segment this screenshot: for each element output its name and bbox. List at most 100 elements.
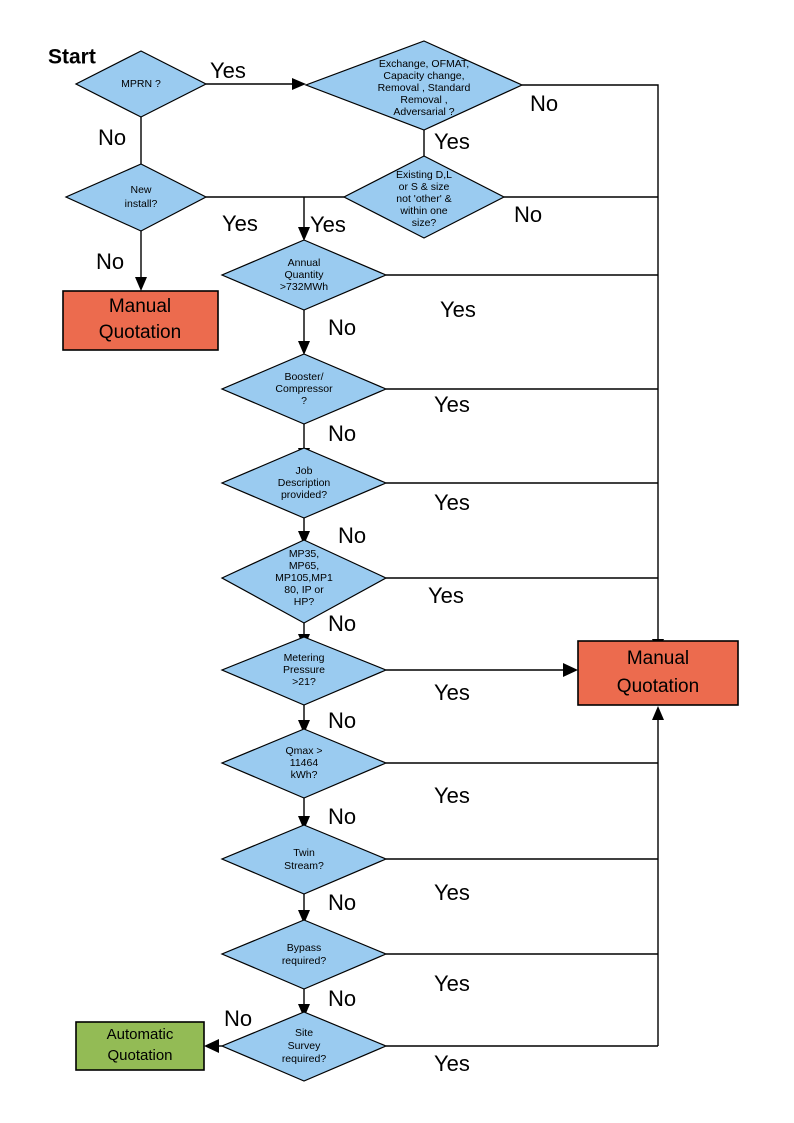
edge-label-existing-yes: Yes	[310, 212, 346, 237]
decision-exchange-shape[interactable]	[304, 40, 524, 131]
edge-label-existing-no: No	[514, 202, 542, 227]
decision-exchange-line-5: Adversarial ?	[393, 106, 454, 118]
edge-label-twin-no: No	[328, 890, 356, 915]
terminal-automatic-line-2: Quotation	[107, 1047, 172, 1064]
decision-existing-line-2: or S & size	[399, 181, 450, 193]
terminal-manual-right-line-2: Quotation	[617, 676, 699, 697]
edge-label-bypass-no: No	[328, 986, 356, 1011]
edge-label-qmax-no: No	[328, 804, 356, 829]
edge-label-sitesurvey-no: No	[224, 1006, 252, 1031]
decision-pressure-shape[interactable]	[220, 636, 388, 706]
decision-exchange[interactable]: Exchange, OFMAT, Capacity change, Remova…	[304, 40, 524, 131]
decision-jobdesc-line-3: provided?	[281, 489, 327, 501]
decision-twin[interactable]: Twin Stream?	[220, 824, 388, 895]
decision-mprn-shape[interactable]	[74, 50, 208, 118]
edge-label-jobdesc-no: No	[338, 523, 366, 548]
edge-label-bypass-yes: Yes	[434, 971, 470, 996]
decision-twin-line-1: Twin	[293, 847, 315, 859]
decision-twin-line-2: Stream?	[284, 860, 324, 872]
edge-label-layer: Yes No No Yes Yes No No Yes Yes No Yes N…	[96, 58, 558, 1076]
terminal-manual-left-box[interactable]	[62, 290, 219, 351]
decision-exchange-line-1: Exchange, OFMAT,	[379, 58, 469, 70]
decision-mprn[interactable]: MPRN ?	[74, 50, 208, 118]
decision-qmax-line-1: Qmax >	[285, 745, 322, 757]
decision-mptypes-line-3: MP105,MP1	[275, 572, 333, 584]
decision-jobdesc-line-1: Job	[296, 465, 313, 477]
decision-sitesurvey-shape[interactable]	[220, 1011, 388, 1082]
decision-annual-shape[interactable]	[220, 239, 388, 311]
decision-qmax[interactable]: Qmax > 11464 kWh?	[220, 728, 388, 799]
decision-twin-shape[interactable]	[220, 824, 388, 895]
decision-sitesurvey-line-2: Survey	[288, 1040, 321, 1052]
terminal-manual-left[interactable]: Manual Quotation	[62, 290, 219, 351]
decision-existing-line-3: not 'other' &	[396, 193, 451, 205]
decision-qmax-shape[interactable]	[220, 728, 388, 799]
decision-annual[interactable]: Annual Quantity >732MWh	[220, 239, 388, 311]
terminal-manual-left-line-1: Manual	[109, 296, 171, 317]
decision-pressure-line-1: Metering	[284, 652, 325, 664]
terminal-manual-right[interactable]: Manual Quotation	[577, 640, 739, 706]
arrowhead-trunk-to-annual	[298, 227, 310, 241]
arrowhead-newinstall-no	[135, 277, 147, 291]
decision-annual-line-2: Quantity	[284, 269, 324, 281]
decision-exchange-line-4: Removal ,	[400, 94, 447, 106]
terminal-automatic-line-1: Automatic	[107, 1026, 174, 1043]
edge-label-newinstall-no: No	[96, 249, 124, 274]
decision-sitesurvey-line-3: required?	[282, 1053, 327, 1065]
start-label: Start	[48, 46, 96, 69]
decision-booster[interactable]: Booster/ Compressor ?	[220, 353, 388, 425]
decision-mptypes[interactable]: MP35, MP65, MP105,MP1 80, IP or HP?	[220, 539, 388, 624]
edge-label-exchange-yes: Yes	[434, 129, 470, 154]
edge-exchange-no	[522, 84, 659, 641]
decision-existing[interactable]: Existing D,L or S & size not 'other' & w…	[342, 155, 506, 239]
decision-existing-line-5: size?	[412, 217, 437, 229]
decision-booster-shape[interactable]	[220, 353, 388, 425]
decision-booster-line-2: Compressor	[275, 383, 333, 395]
edge-label-jobdesc-yes: Yes	[434, 490, 470, 515]
edge-label-twin-yes: Yes	[434, 880, 470, 905]
decision-booster-line-3: ?	[301, 395, 307, 407]
edge-label-booster-no: No	[328, 421, 356, 446]
decision-exchange-line-2: Capacity change,	[383, 70, 464, 82]
decision-existing-shape[interactable]	[342, 155, 506, 239]
decision-bypass-line-2: required?	[282, 955, 327, 967]
decision-pressure-line-3: >21?	[292, 676, 316, 688]
edge-label-mptypes-yes: Yes	[428, 583, 464, 608]
decision-pressure-line-2: Pressure	[283, 664, 325, 676]
decision-newinstall-line-1: New	[130, 184, 151, 196]
decision-bypass-shape[interactable]	[220, 919, 388, 990]
decision-mptypes-line-4: 80, IP or	[284, 584, 324, 596]
terminal-automatic[interactable]: Automatic Quotation	[75, 1021, 205, 1071]
terminal-automatic-box[interactable]	[75, 1021, 205, 1071]
decision-sitesurvey[interactable]: Site Survey required?	[220, 1011, 388, 1082]
arrowhead-twin-no	[298, 910, 310, 924]
decision-jobdesc-shape[interactable]	[220, 447, 388, 519]
decision-mptypes-line-5: HP?	[294, 596, 315, 608]
edge-label-annual-yes: Yes	[440, 297, 476, 322]
decision-newinstall[interactable]: New install?	[64, 163, 208, 232]
decision-mptypes-shape[interactable]	[220, 539, 388, 624]
edge-label-booster-yes: Yes	[434, 392, 470, 417]
edge-label-mprn-no: No	[98, 125, 126, 150]
decision-existing-line-1: Existing D,L	[396, 169, 452, 181]
decision-annual-line-3: >732MWh	[280, 281, 328, 293]
arrowhead-qmax-no	[298, 816, 310, 830]
decision-sitesurvey-line-1: Site	[295, 1027, 313, 1039]
decision-pressure[interactable]: Metering Pressure >21?	[220, 636, 388, 706]
arrowhead-bypass-no	[298, 1004, 310, 1018]
decision-mprn-label: MPRN ?	[121, 78, 161, 90]
decision-exchange-line-3: Removal , Standard	[378, 82, 471, 94]
decision-newinstall-shape[interactable]	[64, 163, 208, 232]
decision-bypass-line-1: Bypass	[287, 942, 321, 954]
terminal-manual-right-box[interactable]	[577, 640, 739, 706]
decision-jobdesc-line-2: Description	[278, 477, 331, 489]
edge-label-exchange-no: No	[530, 91, 558, 116]
decision-qmax-line-2: 11464	[290, 757, 319, 769]
decision-mptypes-line-1: MP35,	[289, 548, 319, 560]
arrowhead-jobdesc-no	[298, 531, 310, 545]
edge-label-pressure-no: No	[328, 708, 356, 733]
decision-bypass[interactable]: Bypass required?	[220, 919, 388, 990]
edge-label-annual-no: No	[328, 315, 356, 340]
decision-jobdesc[interactable]: Job Description provided?	[220, 447, 388, 519]
edge-label-mptypes-no: No	[328, 611, 356, 636]
